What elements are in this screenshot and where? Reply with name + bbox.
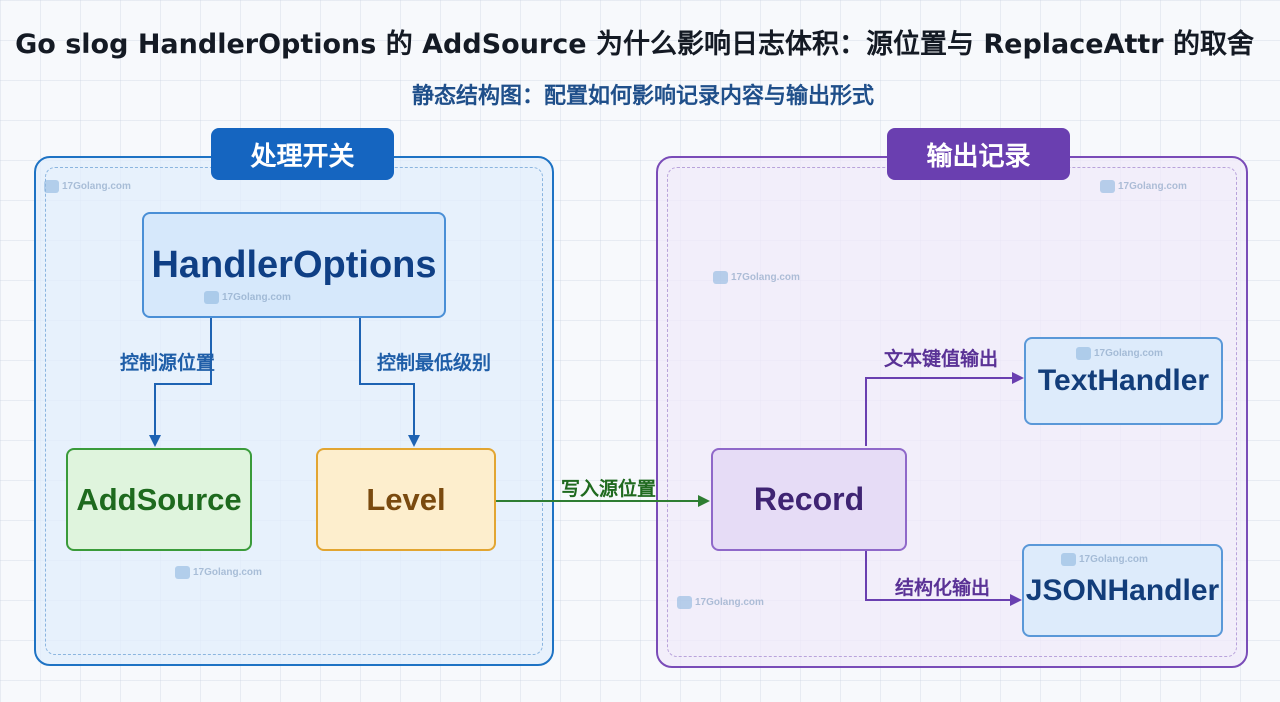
edge-label-control-source: 控制源位置: [120, 352, 216, 374]
node-jsonhandler: JSONHandler: [1022, 544, 1223, 637]
watermark-logo: 17Golang.com: [204, 291, 291, 304]
watermark-logo: 17Golang.com: [1076, 347, 1163, 360]
edge-label-structured-output: 结构化输出: [895, 577, 991, 599]
panel-label-processing-switches: 处理开关: [211, 128, 394, 180]
edge-label-control-min-level: 控制最低级别: [377, 352, 492, 374]
watermark-logo: 17Golang.com: [713, 271, 800, 284]
edge-handleroptions-to-addsource: [149, 318, 212, 447]
watermark-logo: 17Golang.com: [1061, 553, 1148, 566]
edge-label-write-source: 写入源位置: [561, 478, 657, 500]
node-handleroptions: HandlerOptions: [142, 212, 446, 318]
diagram-title: Go slog HandlerOptions 的 AddSource 为什么影响…: [15, 29, 1254, 60]
panel-processing-switches: [34, 156, 554, 666]
edge-label-text-kv-output: 文本键值输出: [884, 348, 999, 370]
watermark-logo: 17Golang.com: [44, 180, 131, 193]
node-level: Level: [316, 448, 496, 551]
edge-handleroptions-to-level: [359, 318, 420, 447]
watermark-logo: 17Golang.com: [175, 566, 262, 579]
node-texthandler: TextHandler: [1024, 337, 1223, 425]
edge-record-to-jsonhandler: [865, 549, 1022, 606]
panel-label-output-records: 输出记录: [887, 128, 1070, 180]
diagram-subtitle: 静态结构图：配置如何影响记录内容与输出形式: [412, 84, 875, 109]
edge-record-to-texthandler: [865, 372, 1024, 446]
node-record: Record: [711, 448, 907, 551]
node-addsource: AddSource: [66, 448, 252, 551]
watermark-logo: 17Golang.com: [677, 596, 764, 609]
watermark-logo: 17Golang.com: [1100, 180, 1187, 193]
